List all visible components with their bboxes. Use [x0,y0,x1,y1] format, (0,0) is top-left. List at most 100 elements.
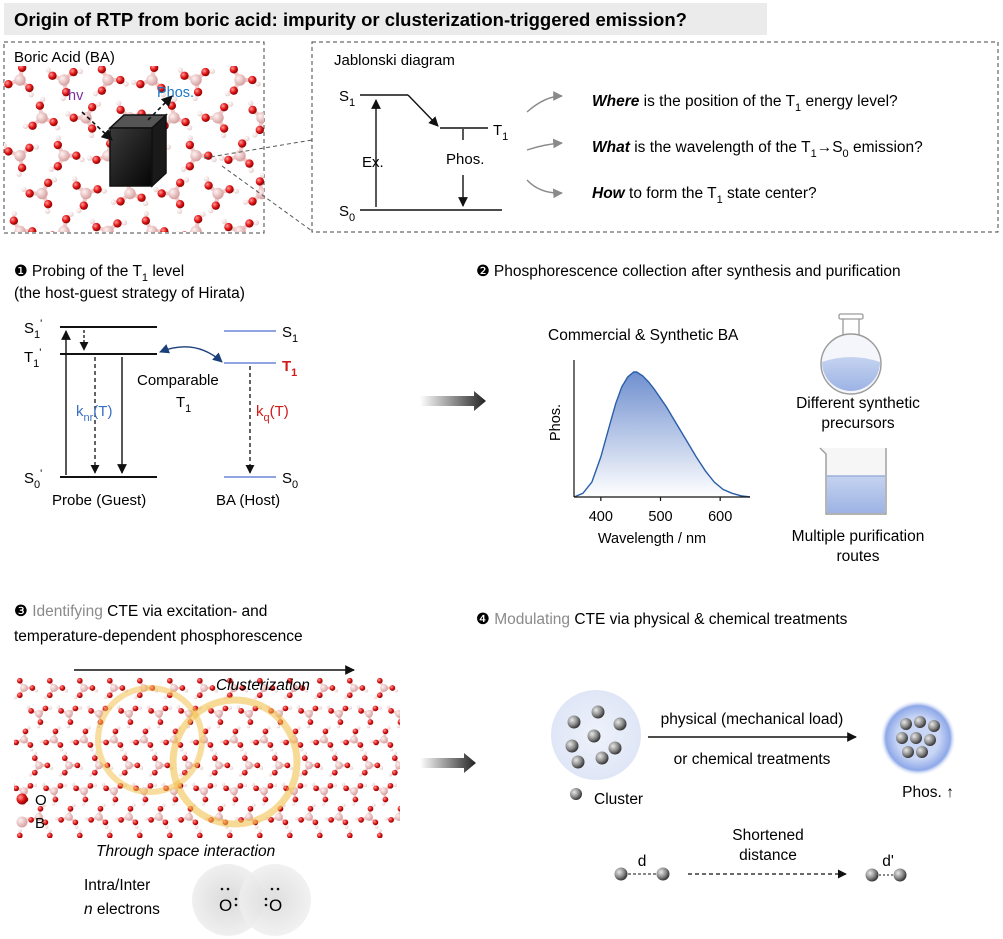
hydrogen-atom [334,688,339,693]
bond [73,239,75,246]
hydrogen-atom [313,695,318,700]
boron-atom [125,709,133,718]
hydrogen-atom [27,726,31,730]
hydrogen-atom [116,100,122,106]
oxygen-atom [316,832,323,838]
hydrogen-atom [211,157,217,163]
boron-atom [14,149,26,162]
hydrogen-atom [66,724,71,729]
boron-atom [124,187,136,200]
tight-cluster [896,716,940,758]
oxygen-atom [16,832,23,838]
hydrogen-atom [164,825,169,829]
oxygen-atom [61,769,68,776]
hydrogen-atom [171,802,176,806]
boron-atom [212,112,224,124]
oxygen-atom [248,75,257,85]
hydrogen-atom [146,705,151,709]
oxygen-atom [208,708,214,714]
hydrogen-atom [33,751,37,756]
boron-atom [80,787,88,796]
boron-atom [65,761,73,770]
hydrogen-atom [371,782,376,787]
hydrogen-atom [79,157,85,163]
oxygen-atom [238,239,246,247]
oxygen-atom [46,832,53,838]
hydrogen-atom [63,751,67,756]
oxygen-atom [35,101,45,110]
hydrogen-atom [207,726,211,730]
chart-title: Commercial & Synthetic BA [548,327,739,344]
hydrogen-atom [259,766,264,770]
boron-atom [58,74,70,86]
hydrogen-atom [351,802,356,806]
hydrogen-atom [408,706,412,710]
boron-atom [20,787,28,796]
oxygen-atom [166,832,173,838]
bond [80,843,84,850]
hydrogen-atom [141,802,146,806]
oxygen-atom [389,685,396,691]
oxygen-atom [31,769,38,776]
oxygen-atom [357,782,364,789]
oxygen-atom [284,762,291,769]
hydrogen-atom [34,688,39,693]
hydrogen-atom [291,802,296,806]
oxygen-atom [43,785,49,792]
hydrogen-atom [198,674,202,678]
oxygen-atom [193,87,203,97]
oxygen-atom [25,143,34,152]
oxygen-atom [127,719,134,725]
hydrogen-atom [56,705,61,709]
hydrogen-atom [168,674,172,678]
bond [320,843,324,850]
hydrogen-atom [200,211,206,217]
oxygen-atom [53,162,63,171]
question-what: What is the wavelength of the T1→S0 emis… [592,139,923,160]
boron-atom [335,709,343,718]
hydrogen-atom [35,844,39,848]
hydrogen-atom [357,726,361,730]
hv-label: hv [68,88,84,104]
cluster-legend-label: Cluster [594,791,643,808]
hydrogen-atom [312,803,316,808]
hydrogen-atom [33,144,40,150]
boron-atom [365,761,373,770]
oxygen-atom [118,817,124,823]
hydrogen-atom [114,816,119,821]
hydrogen-atom [189,739,194,744]
hydrogen-atom [365,844,369,848]
boron-atom [395,761,400,770]
hydrogen-atom [363,783,368,788]
oxygen-atom [37,805,44,812]
hydrogen-atom [58,772,63,777]
oxygen-atom [193,785,199,792]
boron-atom [380,787,388,796]
hydrogen-atom [48,166,55,173]
oxygen-atom [47,847,53,853]
distance-ball-right-1 [656,867,670,881]
oxygen-atom [220,103,229,112]
oxygen-atom [317,847,323,853]
oxygen-atom [76,692,83,699]
cluster-ball [565,739,579,753]
hydrogen-atom [187,135,194,141]
hydrogen-atom [132,803,136,808]
distance-ball-left-2 [865,868,879,882]
hydrogen-atom [314,825,319,829]
oxygen-atom [148,708,154,714]
panel-3-identifying: ❸ Identifying CTE via excitation- and te… [14,603,412,936]
oxygen-atom [225,185,234,194]
oxygen-atom [301,769,308,776]
oxygen-atom [358,817,364,823]
hydrogen-atom [138,706,143,710]
oxygen-atom [245,219,254,228]
oxygen-atom [53,140,63,150]
oxygen-atom [373,785,379,792]
boron-atom [50,684,58,692]
hydrogen-atom [255,81,261,87]
oxygen-atom [28,227,37,232]
hydrogen-atom [237,247,242,252]
